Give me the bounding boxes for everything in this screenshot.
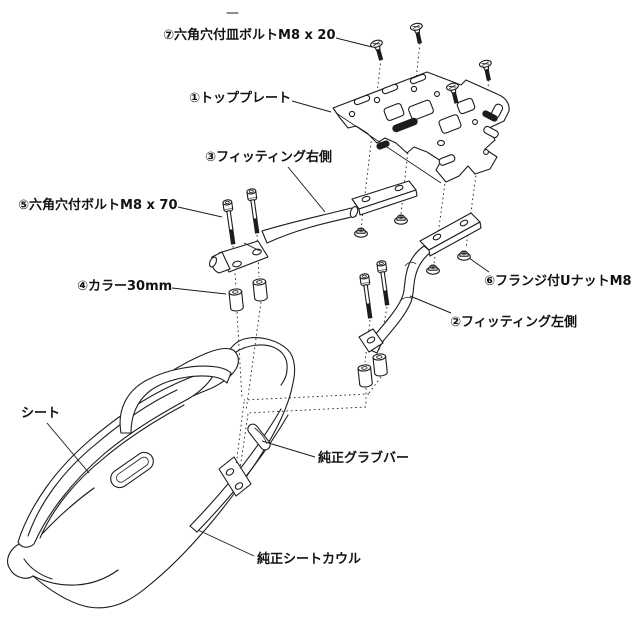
seat-outline	[17, 369, 217, 548]
fitting-right-tube	[261, 207, 357, 244]
label-fitting-right: ③フィッティング右側	[205, 149, 332, 165]
label-fitting-left: ②フィッティング左側	[450, 314, 577, 330]
top-plate-drawing	[332, 71, 510, 184]
leader-lines	[46, 37, 490, 557]
label-collar: ④カラー30mm	[77, 279, 172, 294]
collar-icon	[228, 287, 245, 313]
label-flange-nut: ⑥フランジ付UナットM8	[484, 273, 632, 289]
seat-cowl-drawing	[7, 337, 296, 609]
collar-icon	[357, 363, 374, 389]
flange-nut-icon	[426, 264, 440, 275]
countersunk-screw-icon	[409, 21, 427, 45]
seat-hole	[110, 451, 154, 489]
label-countersunk-bolt: ⑦六角穴付皿ボルトM8 x 20	[163, 27, 336, 43]
top-plate-outline	[332, 71, 510, 183]
fitting-left-drawing	[358, 212, 482, 354]
rubber-pad	[392, 117, 418, 133]
label-socket-bolt: ⑤六角穴付ボルトM8 x 70	[18, 197, 178, 213]
label-top-plate: ①トッププレート	[189, 91, 291, 106]
collar-icon	[252, 277, 269, 303]
countersunk-screw-icon	[478, 58, 496, 82]
socket-bolt-icon	[222, 198, 239, 246]
label-seat: シート	[21, 406, 60, 421]
rubber-pad	[376, 140, 390, 150]
grab-bar-loop	[119, 365, 232, 434]
countersunk-screw-icon	[369, 38, 388, 62]
label-grab-bar: 純正グラブバー	[318, 450, 409, 466]
flange-nut-icon	[457, 250, 471, 261]
flange-nut-icon	[394, 214, 408, 225]
collar-icon	[372, 352, 389, 378]
fitting-right-drawing	[208, 180, 418, 274]
grab-bar-mount-plate	[218, 456, 252, 497]
socket-bolt-icon	[246, 187, 263, 235]
socket-bolt-icon	[359, 272, 376, 320]
assembly-dotted-lines-lower	[235, 301, 382, 470]
flange-nut-icon	[354, 227, 368, 238]
label-seat-cowl: 純正シートカウル	[257, 551, 361, 567]
rubber-pad	[482, 110, 498, 122]
socket-bolt-icon	[376, 259, 393, 307]
fitting-left-tube	[367, 245, 432, 354]
